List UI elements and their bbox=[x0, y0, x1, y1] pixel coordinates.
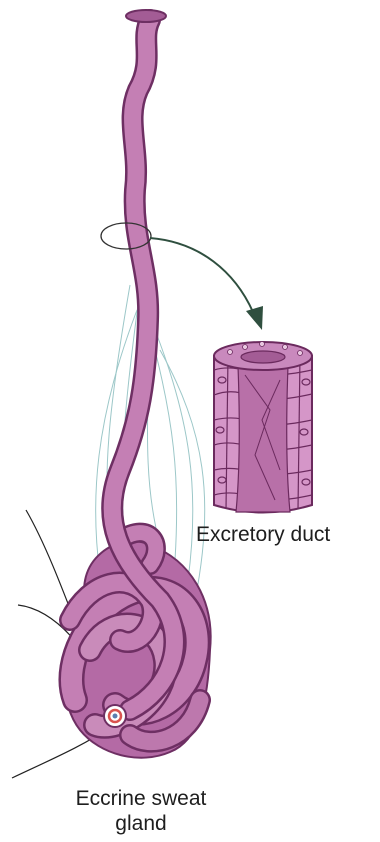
duct-opening bbox=[126, 10, 166, 22]
gland-label-line1: Eccrine sweat bbox=[46, 786, 236, 811]
duct-section bbox=[214, 342, 312, 513]
cross-section-marker bbox=[104, 705, 126, 727]
excretory-duct-label: Excretory duct bbox=[196, 522, 330, 547]
duct-lumen bbox=[236, 366, 290, 512]
pointer-arrow bbox=[150, 238, 253, 312]
gland-label-line2: gland bbox=[46, 811, 236, 836]
eccrine-sweat-gland-label: Eccrine sweat gland bbox=[46, 786, 236, 836]
arrowhead bbox=[246, 306, 263, 330]
